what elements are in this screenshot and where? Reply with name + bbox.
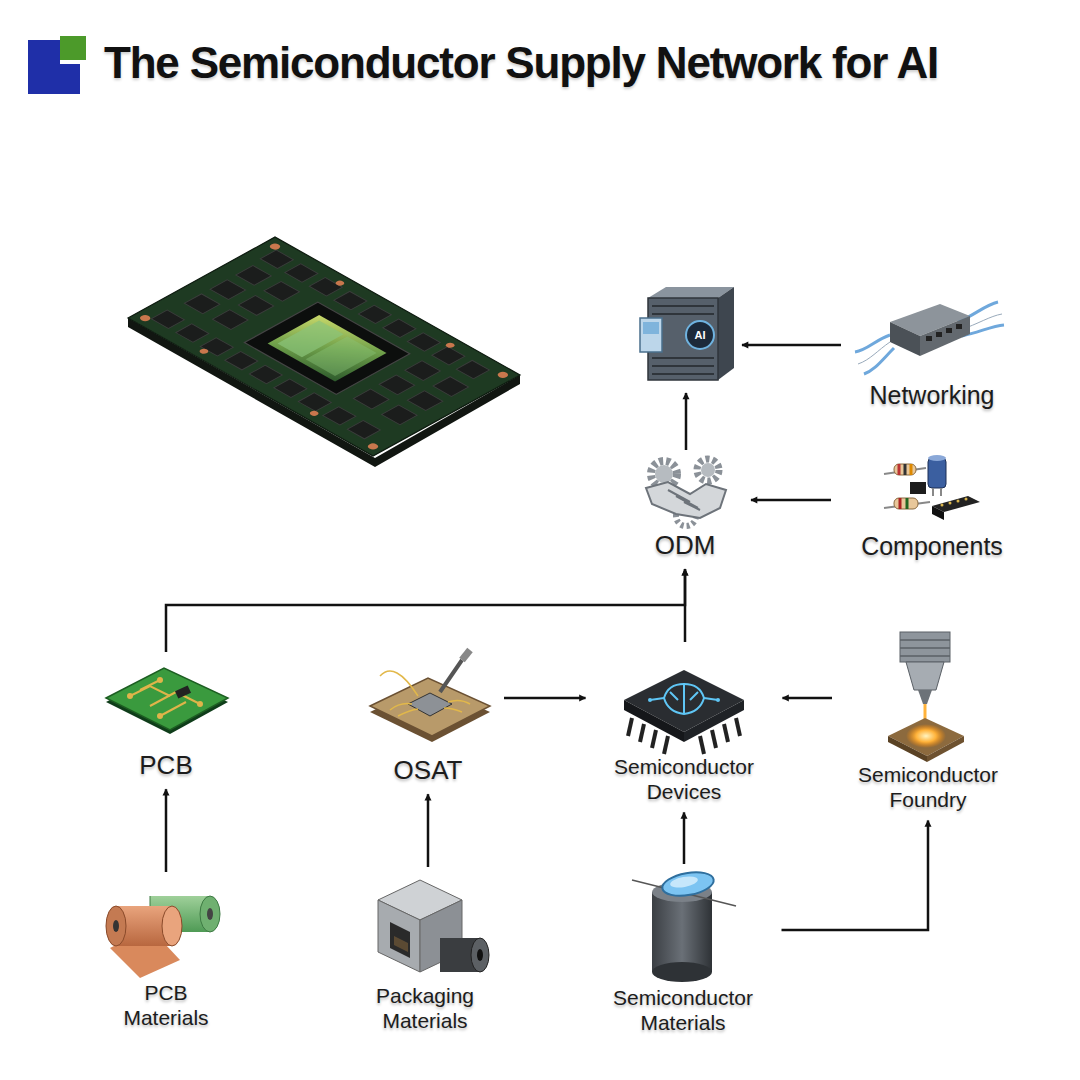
supply-node: Components [839, 455, 1025, 561]
gpu-board [128, 237, 520, 467]
supply-arrow [165, 789, 168, 872]
odm-gears-icon [646, 459, 726, 526]
supply-arrow [751, 499, 831, 502]
supply-arrow [782, 820, 929, 930]
components-icon [884, 455, 980, 520]
node-label: ODM [627, 530, 743, 561]
supply-node: Semiconductor Foundry [840, 632, 1016, 812]
foundry-laser-icon [888, 632, 964, 762]
node-label: OSAT [360, 755, 496, 786]
network-switch-icon [855, 302, 1004, 374]
supply-node: ODM [627, 458, 743, 561]
supply-arrow [683, 812, 686, 864]
material-rolls-icon [106, 896, 220, 978]
supply-arrow [685, 393, 688, 450]
supply-arrow [783, 697, 833, 700]
server-node: AI [638, 285, 734, 385]
supply-node: PCB Materials [101, 880, 232, 1030]
supply-node: Semiconductor Devices [594, 650, 775, 804]
supply-arrow [427, 794, 430, 867]
server-badge: AI [695, 329, 706, 341]
server-icon [640, 287, 734, 380]
node-label: Semiconductor Devices [594, 754, 775, 804]
supply-arrow [166, 569, 685, 652]
supply-arrow [742, 344, 841, 347]
supply-node: Semiconductor Materials [593, 872, 774, 1035]
node-label: PCB [98, 750, 234, 781]
diagram-title: The Semiconductor Supply Network for AI [104, 38, 938, 88]
packaging-material-icon [378, 880, 489, 972]
supply-node: PCB [98, 660, 234, 781]
supply-arrow [684, 569, 687, 642]
supply-node: Packaging Materials [347, 875, 503, 1033]
node-label: Semiconductor Materials [593, 985, 774, 1035]
supply-arrow [504, 697, 586, 700]
node-label: Packaging Materials [347, 983, 503, 1033]
chip-icon [624, 670, 744, 754]
node-label: Networking [849, 380, 1015, 410]
node-label: Semiconductor Foundry [840, 762, 1016, 812]
node-label: PCB Materials [101, 980, 232, 1030]
supply-node: Networking [849, 298, 1015, 410]
ingot-wafer-icon [632, 869, 736, 982]
node-label: Components [839, 531, 1025, 561]
supply-node: OSAT [360, 650, 496, 786]
pcb-icon [106, 668, 228, 734]
logo [28, 36, 86, 94]
osat-icon [370, 650, 490, 742]
